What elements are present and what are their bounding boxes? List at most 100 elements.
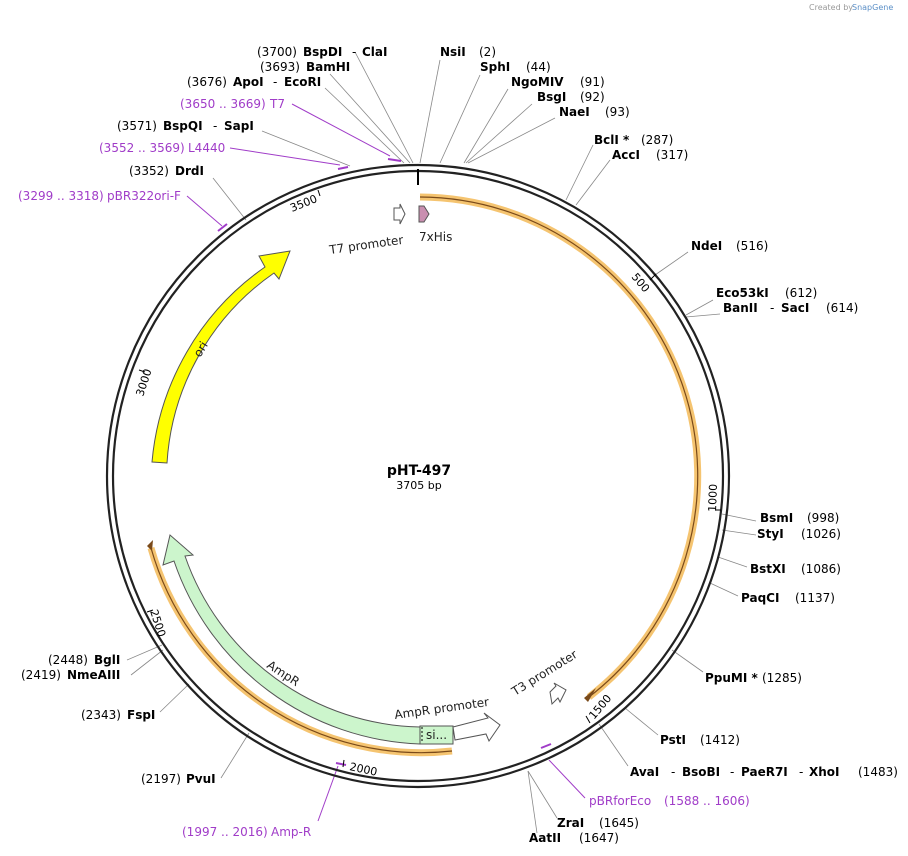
orf-line-right [419,196,699,698]
svg-text:BstXI: BstXI [750,562,786,576]
svg-text:-: - [770,301,774,315]
svg-text:(2419): (2419) [21,668,61,682]
backbone-outer [105,163,731,789]
svg-text:NmeAIII: NmeAIII [67,668,120,682]
t3-promoter-label: T3 promoter [508,647,579,699]
ampr-promoter-feature[interactable] [452,712,501,743]
site-bcli[interactable]: BclI * (287) [594,133,673,147]
site-bsgi[interactable]: BsgI (92) [537,90,605,104]
svg-text:AccI: AccI [612,148,640,162]
svg-text:SacI: SacI [781,301,809,315]
svg-text:(1647): (1647) [579,831,619,845]
primer-l4440[interactable]: (3552 .. 3569) L4440 [99,141,225,155]
svg-text:(3676): (3676) [187,75,227,89]
site-aatii[interactable]: AatII (1647) [529,831,619,845]
svg-text:SphI: SphI [480,60,510,74]
svg-text:(1588 .. 1606): (1588 .. 1606) [664,794,750,808]
site-acci[interactable]: AccI (317) [612,148,688,162]
tick-3500: 3500 [288,192,319,215]
svg-text:L4440: L4440 [188,141,225,155]
site-apoi-ecori[interactable]: (3676) ApoI - EcoRI [187,75,321,89]
ori-feature[interactable] [151,250,291,464]
svg-text:Eco53kI: Eco53kI [716,286,769,300]
svg-text:SapI: SapI [224,119,254,133]
primer-marks [217,158,552,766]
svg-text:(516): (516) [736,239,768,253]
site-pvui[interactable]: (2197) PvuI [141,772,216,786]
site-psti[interactable]: PstI (1412) [660,733,740,747]
svg-text:BspQI: BspQI [163,119,203,133]
svg-text:BanII: BanII [723,301,758,315]
svg-text:(2): (2) [479,45,496,59]
svg-text:AvaI: AvaI [630,765,659,779]
primer-t7[interactable]: (3650 .. 3669) T7 [180,97,285,111]
site-bspdi-clai[interactable]: (3700) BspDI - ClaI [257,45,387,59]
site-ngomiv[interactable]: NgoMIV (91) [511,75,605,89]
svg-text:-: - [273,75,277,89]
svg-text:(1645): (1645) [599,816,639,830]
site-bstxi[interactable]: BstXI (1086) [750,562,841,576]
plasmid-size: 3705 bp [396,479,441,492]
snapgene-brand: SnapGene [852,3,893,12]
svg-text:PstI: PstI [660,733,686,747]
site-paqci[interactable]: PaqCI (1137) [741,591,835,605]
primer-amp-r[interactable]: (1997 .. 2016) Amp-R [182,825,311,839]
primer-pbr322ori-f[interactable]: (3299 .. 3318) pBR322ori-F [18,189,181,203]
svg-text:pBRforEco: pBRforEco [589,794,651,808]
primer-pbrforeco[interactable]: pBRforEco (1588 .. 1606) [589,794,750,808]
site-banii-saci[interactable]: BanII - SacI (614) [723,301,858,315]
svg-text:PpuMI *: PpuMI * [705,671,759,685]
site-ppumi[interactable]: PpuMI * (1285) [705,671,802,685]
site-eco53ki[interactable]: Eco53kI (612) [716,286,817,300]
plasmid-name: pHT-497 [387,463,451,479]
site-naei[interactable]: NaeI (93) [559,105,630,119]
svg-text:(287): (287) [641,133,673,147]
svg-text:PvuI: PvuI [186,772,216,786]
svg-text:(614): (614) [826,301,858,315]
svg-text:BsgI: BsgI [537,90,566,104]
svg-text:(3571): (3571) [117,119,157,133]
signal-feature[interactable] [419,725,454,745]
site-ndei[interactable]: NdeI (516) [691,239,768,253]
svg-text:PaeR7I: PaeR7I [741,765,788,779]
svg-text:FspI: FspI [127,708,155,722]
site-nmeaiii[interactable]: (2419) NmeAIII [21,668,120,682]
t7-promoter-feature[interactable] [393,203,406,225]
svg-text:BsoBI: BsoBI [682,765,720,779]
svg-text:(2197): (2197) [141,772,181,786]
primer-leaders [186,103,586,822]
site-bspqi-sapi[interactable]: (3571) BspQI - SapI [117,119,254,133]
site-sphi[interactable]: SphI (44) [480,60,551,74]
t3-promoter-feature[interactable] [549,682,567,706]
site-bsmi[interactable]: BsmI (998) [760,511,839,525]
site-drdi[interactable]: (3352) DrdI [129,164,204,178]
svg-text:-: - [671,765,675,779]
svg-text:pBR322ori-F: pBR322ori-F [107,189,181,203]
site-nsii[interactable]: NsiI (2) [440,45,496,59]
site-avai-group[interactable]: AvaI - BsoBI - PaeR7I - XhoI (1483) [630,765,898,779]
svg-text:(1137): (1137) [795,591,835,605]
svg-text:1000: 1000 [706,484,720,512]
svg-text:Amp-R: Amp-R [271,825,311,839]
his-tag-label: 7xHis [419,230,452,244]
svg-text:(3693): (3693) [260,60,300,74]
svg-text:(44): (44) [526,60,551,74]
site-bgli[interactable]: (2448) BglI [48,653,120,667]
site-bamhi[interactable]: (3693) BamHI [260,60,350,74]
credit-text: Created by [809,3,853,12]
svg-text:ZraI: ZraI [557,816,584,830]
svg-text:(3552 .. 3569): (3552 .. 3569) [99,141,185,155]
svg-text:(2448): (2448) [48,653,88,667]
site-leaders [126,51,757,834]
ampr-feature[interactable] [162,534,421,745]
svg-text:(91): (91) [580,75,605,89]
svg-text:BsmI: BsmI [760,511,793,525]
site-fspi[interactable]: (2343) FspI [81,708,155,722]
his-tag-feature[interactable] [418,205,430,223]
svg-text:BamHI: BamHI [306,60,350,74]
svg-text:(3299 .. 3318): (3299 .. 3318) [18,189,104,203]
site-styi[interactable]: StyI (1026) [757,527,841,541]
svg-text:(612): (612) [785,286,817,300]
svg-text:ClaI: ClaI [362,45,387,59]
site-zrai[interactable]: ZraI (1645) [557,816,639,830]
